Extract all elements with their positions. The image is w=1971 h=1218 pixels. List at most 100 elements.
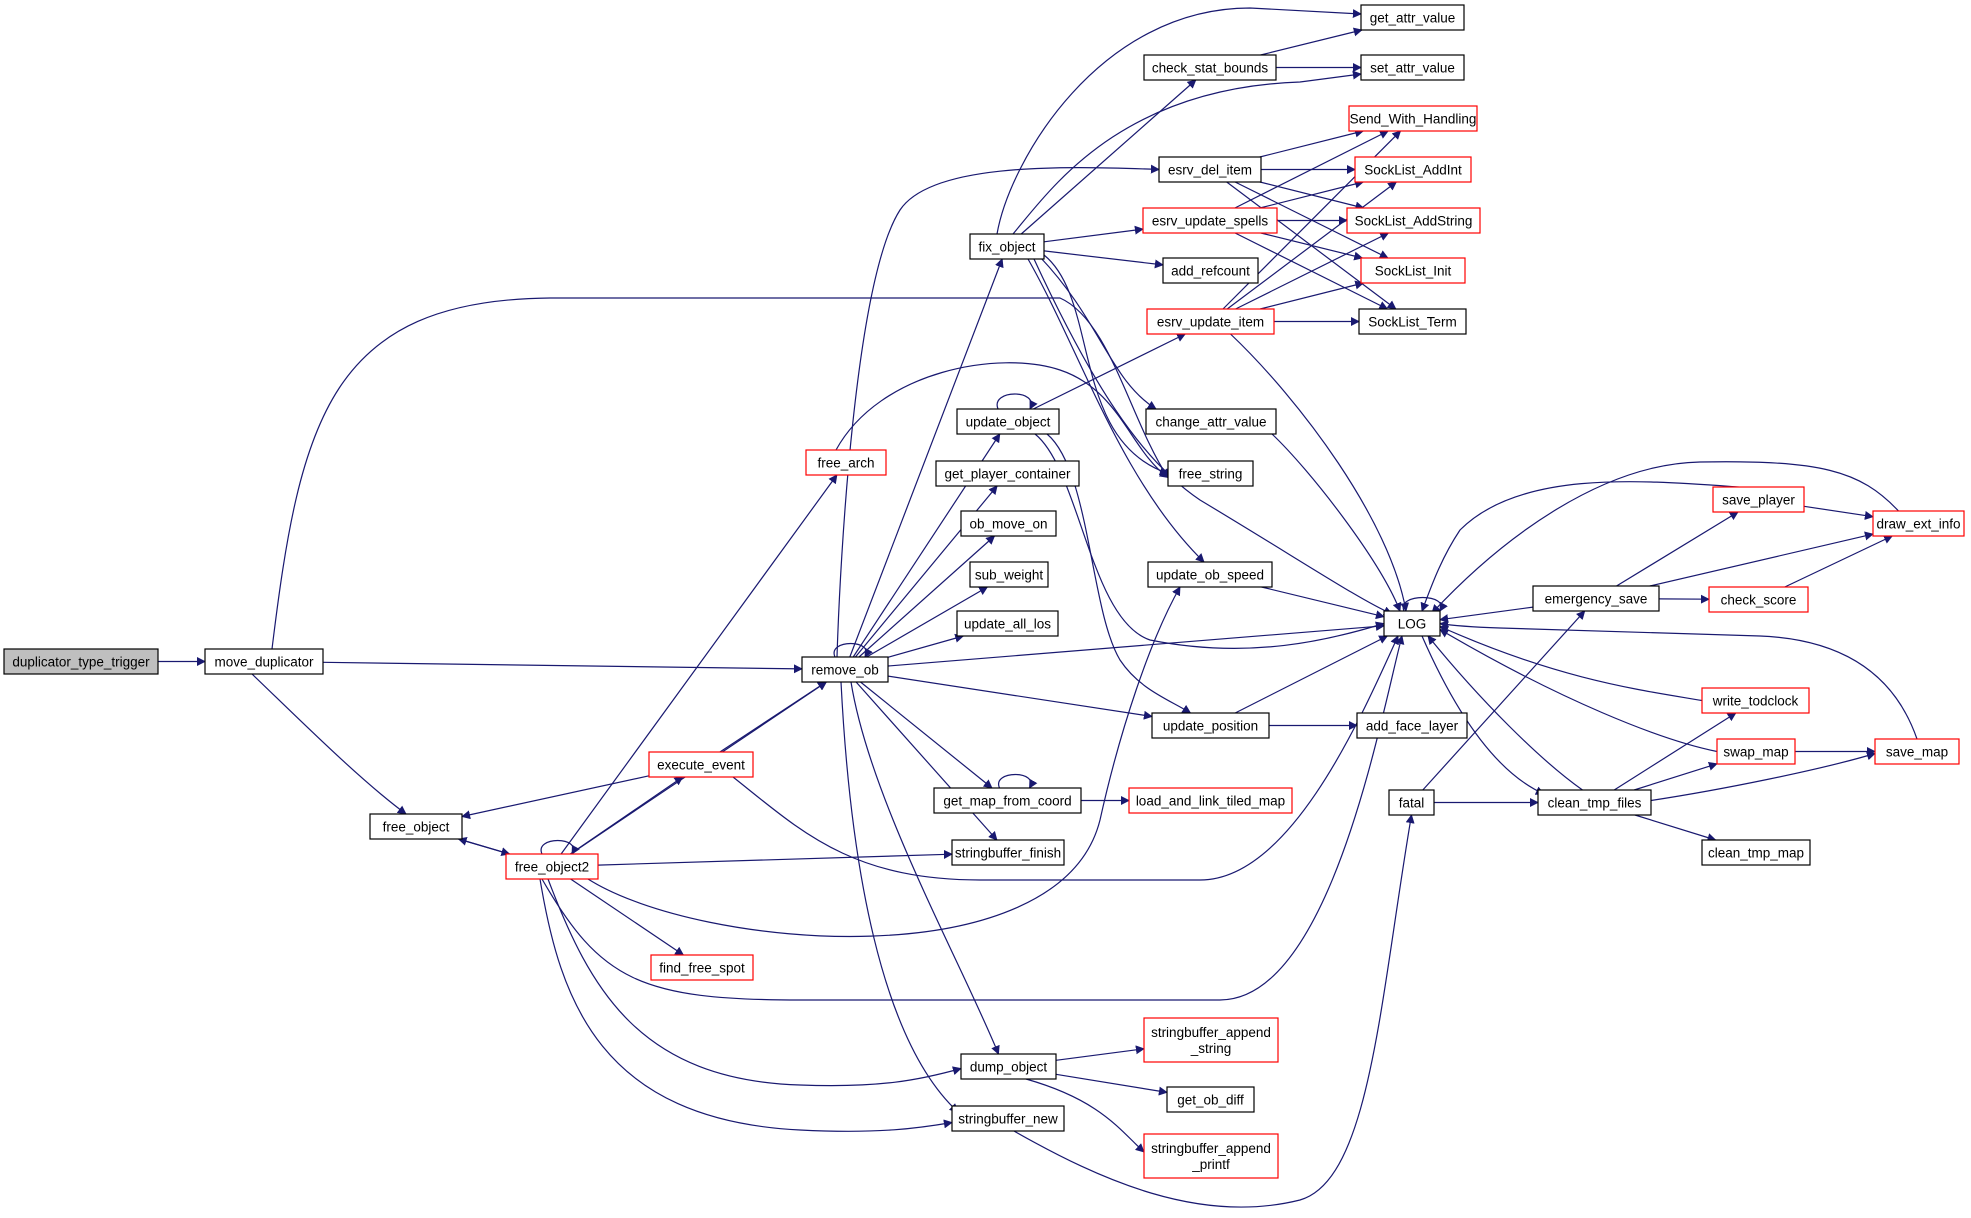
edge-free_object2-to-dump_object [547,878,962,1087]
node-get_ob_diff[interactable]: get_ob_diff [1166,1086,1255,1113]
node-Send_With_Handling[interactable]: Send_With_Handling [1348,105,1478,132]
node-fix_object[interactable]: fix_object [969,233,1045,260]
node-get_map_from_coord[interactable]: get_map_from_coord [933,787,1082,814]
node-box [956,408,1060,435]
edge-get_map_from_coord-to-get_map_from_coord [998,773,1038,789]
node-move_duplicator[interactable]: move_duplicator [204,648,324,675]
node-save_map[interactable]: save_map [1874,738,1960,765]
node-SockList_AddString[interactable]: SockList_AddString [1346,207,1481,234]
node-sub_weight[interactable]: sub_weight [969,561,1049,588]
node-label: free_object2 [515,860,589,875]
node-ob_move_on[interactable]: ob_move_on [960,510,1057,537]
edge-update_position-to-LOG [1234,635,1389,714]
node-clean_tmp_map[interactable]: clean_tmp_map [1701,839,1811,866]
node-SockList_Term[interactable]: SockList_Term [1358,308,1467,335]
node-check_score[interactable]: check_score [1708,586,1809,613]
edge-save_player-to-draw_ext_info [1803,505,1874,520]
node-esrv_update_item[interactable]: esrv_update_item [1146,308,1275,335]
node-stringbuffer_finish[interactable]: stringbuffer_finish [951,839,1065,866]
node-add_face_layer[interactable]: add_face_layer [1356,712,1468,739]
node-check_stat_bounds[interactable]: check_stat_bounds [1143,54,1277,81]
node-LOG[interactable]: LOG [1383,610,1441,637]
node-free_arch[interactable]: free_arch [805,449,887,476]
node-remove_ob[interactable]: remove_ob [801,656,889,683]
node-load_and_link_tiled_map[interactable]: load_and_link_tiled_map [1128,787,1293,814]
node-free_object2[interactable]: free_object2 [505,853,599,880]
node-stringbuffer_append_printf[interactable]: stringbuffer_append_printf [1143,1133,1279,1179]
edge-fix_object-to-update_ob_speed [1027,258,1205,563]
node-label: dump_object [970,1060,1048,1075]
node-box [951,1105,1065,1132]
node-get_player_container[interactable]: get_player_container [935,460,1080,487]
node-stringbuffer_append_string[interactable]: stringbuffer_append_string [1143,1017,1279,1063]
node-free_string[interactable]: free_string [1167,460,1254,487]
node-SockList_Init[interactable]: SockList_Init [1360,257,1466,284]
node-box [1360,4,1465,31]
node-dump_object[interactable]: dump_object [960,1053,1057,1080]
edge-fix_object-to-add_refcount [1043,250,1164,269]
node-update_position[interactable]: update_position [1151,712,1270,739]
edge-clean_tmp_files-to-LOG [1427,635,1583,791]
node-label: load_and_link_tiled_map [1136,794,1285,809]
edge-remove_ob-to-LOG [887,621,1385,667]
node-execute_event[interactable]: execute_event [648,751,754,778]
edge-clean_tmp_files-to-swap_map [1633,761,1718,791]
edge-free_arch-to-free_string [835,362,1169,479]
node-draw_ext_info[interactable]: draw_ext_info [1872,510,1965,537]
node-save_player[interactable]: save_player [1712,486,1805,513]
node-box [1701,839,1811,866]
node-write_todclock[interactable]: write_todclock [1701,687,1810,714]
edge-check_score-to-draw_ext_info [1784,535,1894,588]
node-label: update_object [966,415,1051,430]
node-label: update_position [1163,719,1258,734]
node-box [1143,1133,1279,1179]
node-box [951,839,1065,866]
node-emergency_save[interactable]: emergency_save [1532,585,1660,612]
node-label: free_object [383,820,450,835]
node-clean_tmp_files[interactable]: clean_tmp_files [1537,789,1652,816]
node-label: swap_map [1723,745,1788,760]
node-find_free_spot[interactable]: find_free_spot [650,954,754,981]
edge-free_object2-to-find_free_spot [570,878,685,956]
node-label: sub_weight [975,568,1044,583]
edge-emergency_save-to-save_player [1616,511,1739,587]
edge-esrv_del_item-to-Send_With_Handling [1259,128,1365,158]
node-label: esrv_update_spells [1152,214,1269,229]
edge-fix_object-to-check_stat_bounds [1020,79,1197,235]
node-box [505,853,599,880]
node-free_object[interactable]: free_object [369,813,463,840]
node-change_attr_value[interactable]: change_attr_value [1145,408,1277,435]
node-fatal[interactable]: fatal [1388,789,1435,816]
node-stringbuffer_new[interactable]: stringbuffer_new [951,1105,1065,1132]
node-label: Send_With_Handling [1350,112,1477,127]
edge-clean_tmp_files-to-write_todclock [1613,712,1737,791]
node-get_attr_value[interactable]: get_attr_value [1360,4,1465,31]
edge-emergency_save-to-LOG [1439,606,1534,624]
node-label: emergency_save [1545,592,1648,607]
edge-move_duplicator-to-free_object [251,673,407,815]
node-esrv_del_item[interactable]: esrv_del_item [1158,156,1262,183]
edge-remove_ob-to-stringbuffer_finish [855,681,998,841]
node-update_ob_speed[interactable]: update_ob_speed [1147,561,1273,588]
edge-swap_map-to-LOG [1439,628,1718,753]
node-box [3,648,159,675]
edge-dump_object-to-stringbuffer_append_printf [1025,1078,1145,1153]
node-set_attr_value[interactable]: set_attr_value [1360,54,1465,81]
edge-stringbuffer_new-to-fatal [1013,814,1415,1208]
node-add_refcount[interactable]: add_refcount [1162,257,1259,284]
node-update_object[interactable]: update_object [956,408,1060,435]
edge-fix_object-to-get_attr_value [996,7,1362,235]
node-label: clean_tmp_files [1548,796,1642,811]
node-esrv_update_spells[interactable]: esrv_update_spells [1142,207,1278,234]
node-update_all_los[interactable]: update_all_los [956,610,1059,637]
node-label: save_player [1722,493,1795,508]
node-swap_map[interactable]: swap_map [1716,738,1796,765]
node-label: add_face_layer [1366,719,1459,734]
node-box [1167,460,1254,487]
node-SockList_AddInt[interactable]: SockList_AddInt [1354,156,1472,183]
node-label: get_attr_value [1370,11,1456,26]
edge-remove_ob-to-fix_object [849,258,1004,658]
edge-save_player-to-LOG [1420,481,1739,612]
node-label: execute_event [657,758,745,773]
node-label: SockList_AddString [1355,214,1473,229]
